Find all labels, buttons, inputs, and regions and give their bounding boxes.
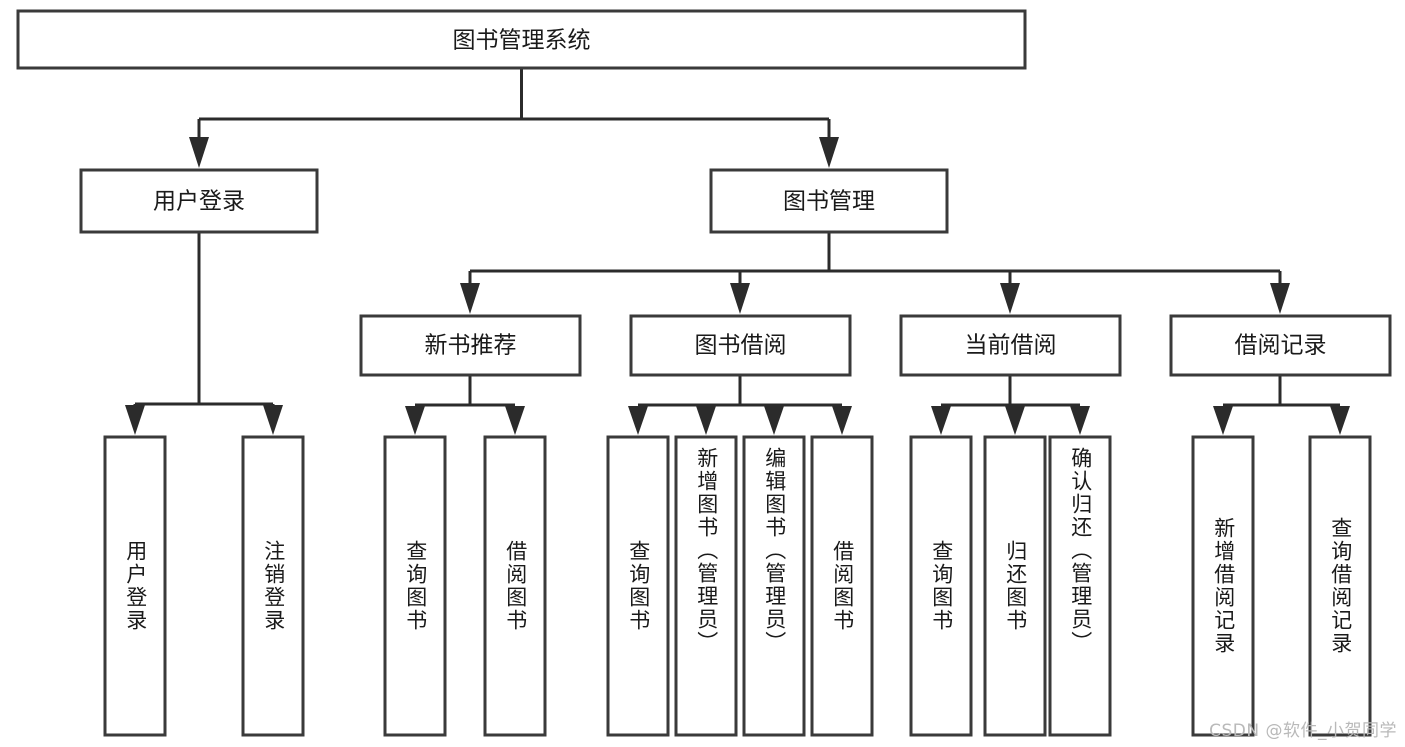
connector-group-newbookrec [405,375,525,435]
connector-group-bookmanage [460,232,1290,314]
node-book-manage-label: 图书管理 [783,189,875,215]
leaf-query-record-box[interactable] [1308,435,1372,737]
node-user-login[interactable]: 用户登录 [79,168,319,234]
connector-group-currentborrow [931,375,1090,435]
connector-group-userlogin [125,232,283,435]
arrow-head-new-book-rec [460,283,480,314]
arrow-head-current-borrow [1000,283,1020,314]
arrow-head-borrow-record [1270,283,1290,314]
node-new-book-rec-label: 新书推荐 [425,333,517,359]
arrow-head-leaf-edit-book [764,406,784,435]
leaf-add-record-box[interactable] [1191,435,1255,737]
node-borrow-record[interactable]: 借阅记录 [1169,314,1392,377]
node-user-login-box[interactable] [79,168,319,234]
arrow-head-leaf-query-book-rec [405,406,425,435]
node-new-book-rec[interactable]: 新书推荐 [359,314,582,377]
leaf-return-book-box[interactable] [983,435,1047,737]
connector-group-borrowrecord [1213,375,1350,435]
leaf-confirm-return-box[interactable] [1048,435,1112,737]
arrow-head-leaf-query-record [1330,406,1350,435]
connector-group-root [189,68,839,168]
arrow-head-leaf-add-book [696,406,716,435]
arrow-head-bookmanage [819,137,839,168]
arrow-head-userlogin [189,137,209,168]
node-new-book-rec-box[interactable] [359,314,582,377]
arrow-head-leaf-confirm-return [1070,406,1090,435]
arrow-head-leaf-borrow-book [832,406,852,435]
node-current-borrow-label: 当前借阅 [965,333,1057,359]
node-book-borrow-box[interactable] [629,314,852,377]
leaf-borrow-book-box[interactable] [810,435,874,737]
arrow-head-leaf-add-record [1213,406,1233,435]
leaf-logout-box[interactable] [241,435,305,737]
leaf-query-book-borrow-box[interactable] [606,435,670,737]
leaf-nodes-group [103,435,1372,737]
arrow-head-leaf-return-book [1005,406,1025,435]
node-current-borrow[interactable]: 当前借阅 [899,314,1122,377]
leaf-user-login-box[interactable] [103,435,167,737]
arrow-head-leaf-query-book-borrow [628,406,648,435]
arrow-head-leaf-logout [263,405,283,435]
arrow-head-leaf-query-book-cur [931,406,951,435]
node-user-login-label: 用户登录 [153,189,245,215]
node-root-label: 图书管理系统 [453,28,591,54]
node-book-manage-box[interactable] [709,168,949,234]
node-root[interactable]: 图书管理系统 [16,9,1027,70]
node-root-box[interactable] [16,9,1027,70]
watermark: CSDN @软件_小贺同学 [1209,721,1397,741]
node-current-borrow-box[interactable] [899,314,1122,377]
leaf-query-book-cur-box[interactable] [909,435,973,737]
arrow-head-book-borrow [730,283,750,314]
arrow-head-leaf-user-login [125,405,145,435]
leaf-borrow-book-rec-box[interactable] [483,435,547,737]
leaf-edit-book-box[interactable] [742,435,806,737]
node-book-borrow[interactable]: 图书借阅 [629,314,852,377]
node-book-manage[interactable]: 图书管理 [709,168,949,234]
arrow-head-leaf-borrow-book-rec [505,406,525,435]
node-borrow-record-label: 借阅记录 [1235,333,1327,359]
connector-group-bookborrow [628,375,852,435]
node-borrow-record-box[interactable] [1169,314,1392,377]
leaf-add-book-box[interactable] [674,435,738,737]
node-book-borrow-label: 图书借阅 [695,333,787,359]
leaf-query-book-rec-box[interactable] [383,435,447,737]
